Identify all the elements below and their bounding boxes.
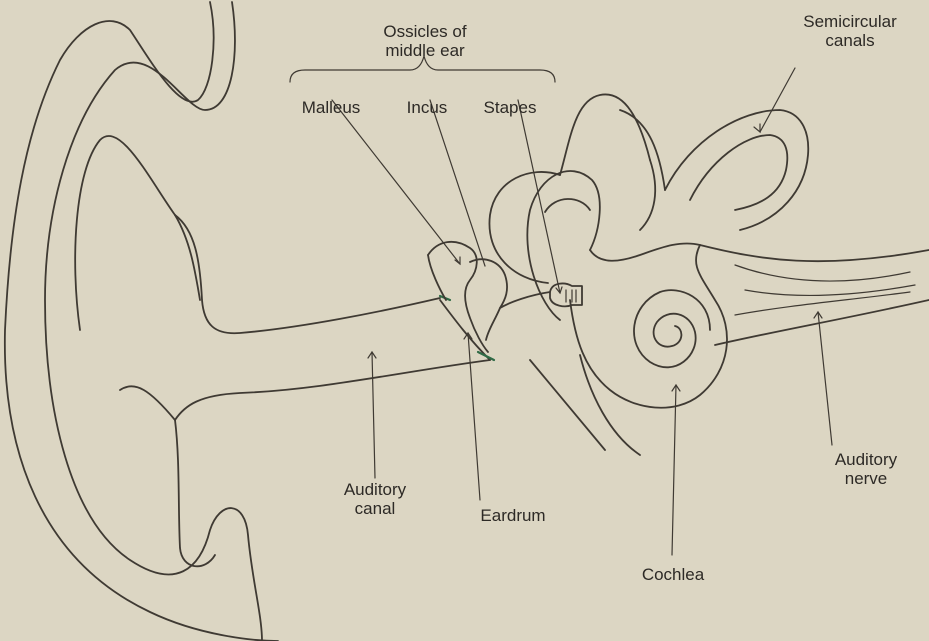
cochlea-label: Cochlea [618,565,728,584]
auditory-nerve-pointer [818,312,832,445]
auditory-canal-pointer [372,352,375,478]
semicircular-pointer [760,68,795,132]
inner-ear-shape [489,94,808,455]
cochlea-pointer [672,385,676,555]
semicircular-canals-label: Semicircular canals [775,12,925,50]
ossicles-label: Ossicles of middle ear [340,22,510,60]
incus-pointer [430,100,485,266]
auditory-canal-label: Auditory canal [320,480,430,518]
auditory-nerve-shape [700,245,929,345]
stapes-pointer [518,100,560,293]
stapes-label: Stapes [470,98,550,117]
incus-label: Incus [392,98,462,117]
ossicles-shape [428,242,582,352]
malleus-label: Malleus [290,98,372,117]
auditory-nerve-label: Auditory nerve [808,450,924,488]
eardrum-label: Eardrum [458,506,568,525]
eardrum-pointer [468,333,480,500]
outer-ear [5,2,278,641]
malleus-pointer [332,100,460,264]
